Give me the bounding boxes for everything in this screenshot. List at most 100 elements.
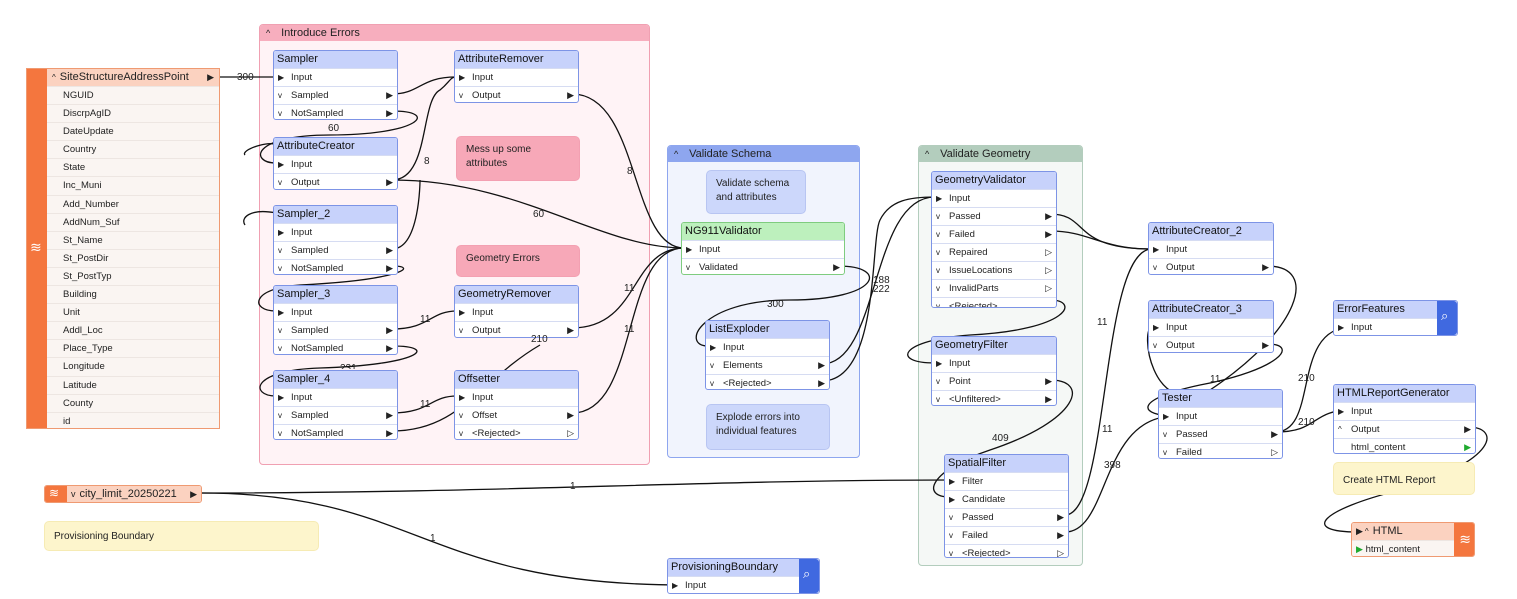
transformer-title[interactable]: AttributeCreator_2 [1149, 223, 1273, 240]
transformer-title[interactable]: SpatialFilter [945, 455, 1068, 472]
reader-title[interactable]: ^SiteStructureAddressPoint▶ [47, 69, 219, 86]
transformer-title[interactable]: ErrorFeatures [1334, 301, 1437, 318]
annotation-explode[interactable]: Explode errors into individual features [706, 404, 830, 450]
annotation-mess-up[interactable]: Mess up some attributes [456, 136, 580, 181]
port-input[interactable]: ▶Input [1334, 402, 1475, 420]
output-port-arrow-icon[interactable]: ▶ [386, 343, 393, 353]
output-port-arrow-icon[interactable]: ▶ [567, 410, 574, 420]
transformer-title[interactable]: AttributeCreator_3 [1149, 301, 1273, 318]
bookmark-header[interactable]: ^ Introduce Errors [260, 25, 649, 41]
collapse-caret-icon[interactable]: ^ [52, 73, 56, 82]
inspector-button[interactable]: ⌕ [1437, 301, 1457, 335]
writer-port-html-content[interactable]: ▶ html_content [1352, 540, 1454, 556]
output-port-arrow-icon[interactable]: ▶ [386, 245, 393, 255]
output-port-hollow-icon[interactable]: ▷ [1057, 548, 1064, 558]
port-input[interactable]: ▶Input [455, 68, 578, 86]
port-rejected[interactable]: v<Rejected>▶ [706, 374, 829, 389]
port-input[interactable]: ▶Input [274, 155, 397, 173]
output-port-arrow-icon[interactable]: ▶ [386, 263, 393, 273]
collapse-caret-icon[interactable]: ^ [674, 149, 679, 159]
writer-html[interactable]: ≋ ▶^HTML ▶ html_content [1351, 522, 1475, 557]
port-html-content[interactable]: html_content▶ [1334, 438, 1475, 453]
port-rejected[interactable]: v<Rejected> [932, 297, 1056, 307]
writer-title[interactable]: ▶^HTML [1352, 523, 1454, 540]
output-port-hollow-icon[interactable]: ▷ [1271, 447, 1278, 457]
port-input[interactable]: ▶Input [274, 388, 397, 406]
output-port-arrow-icon[interactable]: ▶ [818, 378, 825, 388]
collapse-caret-icon[interactable]: ^ [266, 28, 271, 38]
port-input[interactable]: ▶Input [455, 388, 578, 406]
port-input[interactable]: ▶Input [274, 303, 397, 321]
bookmark-header[interactable]: ^ Validate Geometry [919, 146, 1082, 162]
output-port-arrow-icon[interactable]: ▶ [386, 108, 393, 118]
output-port-arrow-icon[interactable]: ▶ [386, 90, 393, 100]
output-port-arrow-icon[interactable]: ▶ [386, 177, 393, 187]
transformer-title[interactable]: Sampler [274, 51, 397, 68]
port-input[interactable]: ▶Input [455, 303, 578, 321]
port-filter[interactable]: ▶Filter [945, 472, 1068, 490]
output-port-arrow-icon[interactable]: ▶ [1057, 530, 1064, 540]
transformer-title[interactable]: GeometryFilter [932, 337, 1056, 354]
port-rejected[interactable]: v<Rejected>▷ [455, 424, 578, 439]
port-input[interactable]: ▶Input [1159, 407, 1282, 425]
bookmark-header[interactable]: ^ Validate Schema [668, 146, 859, 162]
writer-provisioning-boundary[interactable]: ProvisioningBoundary▶Input⌕ [667, 558, 820, 594]
output-port-hollow-icon[interactable]: ▷ [1045, 265, 1052, 275]
transformer-title[interactable]: GeometryValidator [932, 172, 1056, 189]
output-port-hollow-icon[interactable]: ▷ [1045, 247, 1052, 257]
output-port-arrow-icon[interactable]: ▶ [386, 410, 393, 420]
port-input[interactable]: ▶Input [932, 189, 1056, 207]
transformer-title[interactable]: GeometryRemover [455, 286, 578, 303]
collapse-caret-icon[interactable]: ^ [1364, 527, 1369, 536]
output-port-arrow-icon[interactable]: ▶ [386, 325, 393, 335]
port-input[interactable]: ▶Input [1149, 318, 1273, 336]
annotation-html-report[interactable]: Create HTML Report [1333, 462, 1475, 495]
annotation-geometry-errors[interactable]: Geometry Errors [456, 245, 580, 277]
writer-error-features[interactable]: ErrorFeatures▶Input⌕ [1333, 300, 1458, 336]
output-port-hollow-icon[interactable]: ▷ [567, 428, 574, 438]
play-icon[interactable]: ▶ [1464, 442, 1471, 452]
output-port-arrow-icon[interactable]: ▶ [1057, 512, 1064, 522]
output-port-arrow-icon[interactable]: ▶ [386, 428, 393, 438]
annotation-validate-schema[interactable]: Validate schema and attributes [706, 170, 806, 214]
output-port-arrow-icon[interactable]: ▶ [1464, 424, 1471, 434]
output-port-arrow-icon[interactable]: ▶ [818, 360, 825, 370]
output-port-arrow-icon[interactable]: ▶ [833, 262, 840, 272]
port-candidate[interactable]: ▶Candidate [945, 490, 1068, 508]
transformer-title[interactable]: Sampler_4 [274, 371, 397, 388]
output-port-arrow-icon[interactable]: ▶ [207, 72, 214, 82]
transformer-title[interactable]: HTMLReportGenerator [1334, 385, 1475, 402]
transformer-title[interactable]: ProvisioningBoundary [668, 559, 799, 576]
transformer-title[interactable]: NG911Validator [682, 223, 844, 240]
output-port-arrow-icon[interactable]: ▶ [567, 90, 574, 100]
